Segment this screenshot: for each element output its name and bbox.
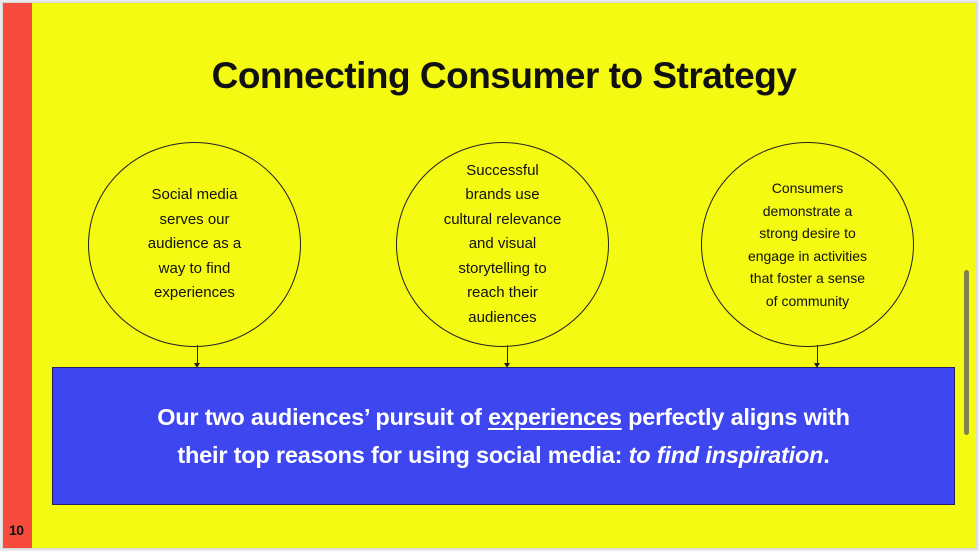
slide: 10 Connecting Consumer to Strategy Socia… [3,3,976,548]
circle-line: brands use [465,186,540,204]
circle-line: reach their [467,284,538,302]
conclusion-part4: . [823,442,830,468]
circle-successful-brands: Successful brands use cultural relevance… [396,142,609,347]
accent-stripe [3,3,32,548]
circle-consumers: Consumers demonstrate a strong desire to… [701,142,914,347]
page-number: 10 [9,522,24,538]
slide-title: Connecting Consumer to Strategy [211,55,797,96]
conclusion-text: Our two audiences’ pursuit of experience… [157,398,850,474]
circle-line: audience as a [147,235,242,253]
conclusion-part2: perfectly aligns with [621,404,850,430]
circle-text: Social media serves our audience as a wa… [130,183,260,306]
circle-line: engage in activities [747,247,868,264]
circle-social-media: Social media serves our audience as a wa… [88,142,301,347]
conclusion-part3: their top reasons for using social media… [177,442,629,468]
conclusion-underlined: experiences [488,404,622,430]
circle-line: of community [765,292,850,309]
circle-line: storytelling to [458,259,547,277]
circle-line: audiences [468,308,537,326]
circle-line: Successful [466,161,539,179]
circle-line: serves our [159,210,230,228]
circle-text: Consumers demonstrate a strong desire to… [733,177,883,312]
scrollbar-thumb[interactable] [964,270,969,435]
circle-line: demonstrate a [762,202,853,219]
conclusion-box: Our two audiences’ pursuit of experience… [52,367,955,505]
circle-text: Successful brands use cultural relevance… [423,159,583,331]
circle-line: experiences [154,284,235,302]
circle-line: and visual [468,235,537,253]
arrow-down-icon [194,345,200,368]
arrow-down-icon [504,345,510,368]
conclusion-line-1: Our two audiences’ pursuit of experience… [157,398,850,436]
circle-line: strong desire to [759,225,856,241]
circle-line: cultural relevance [443,210,562,228]
circle-line: Social media [151,186,238,204]
conclusion-italic: to find inspiration [628,442,824,468]
circle-line: Consumers [771,180,844,196]
conclusion-part1: Our two audiences’ pursuit of [157,404,489,430]
arrow-down-icon [814,345,820,368]
circle-line: way to find [158,259,231,277]
circle-line: that foster a sense [749,270,866,286]
conclusion-line-2: their top reasons for using social media… [157,436,850,474]
